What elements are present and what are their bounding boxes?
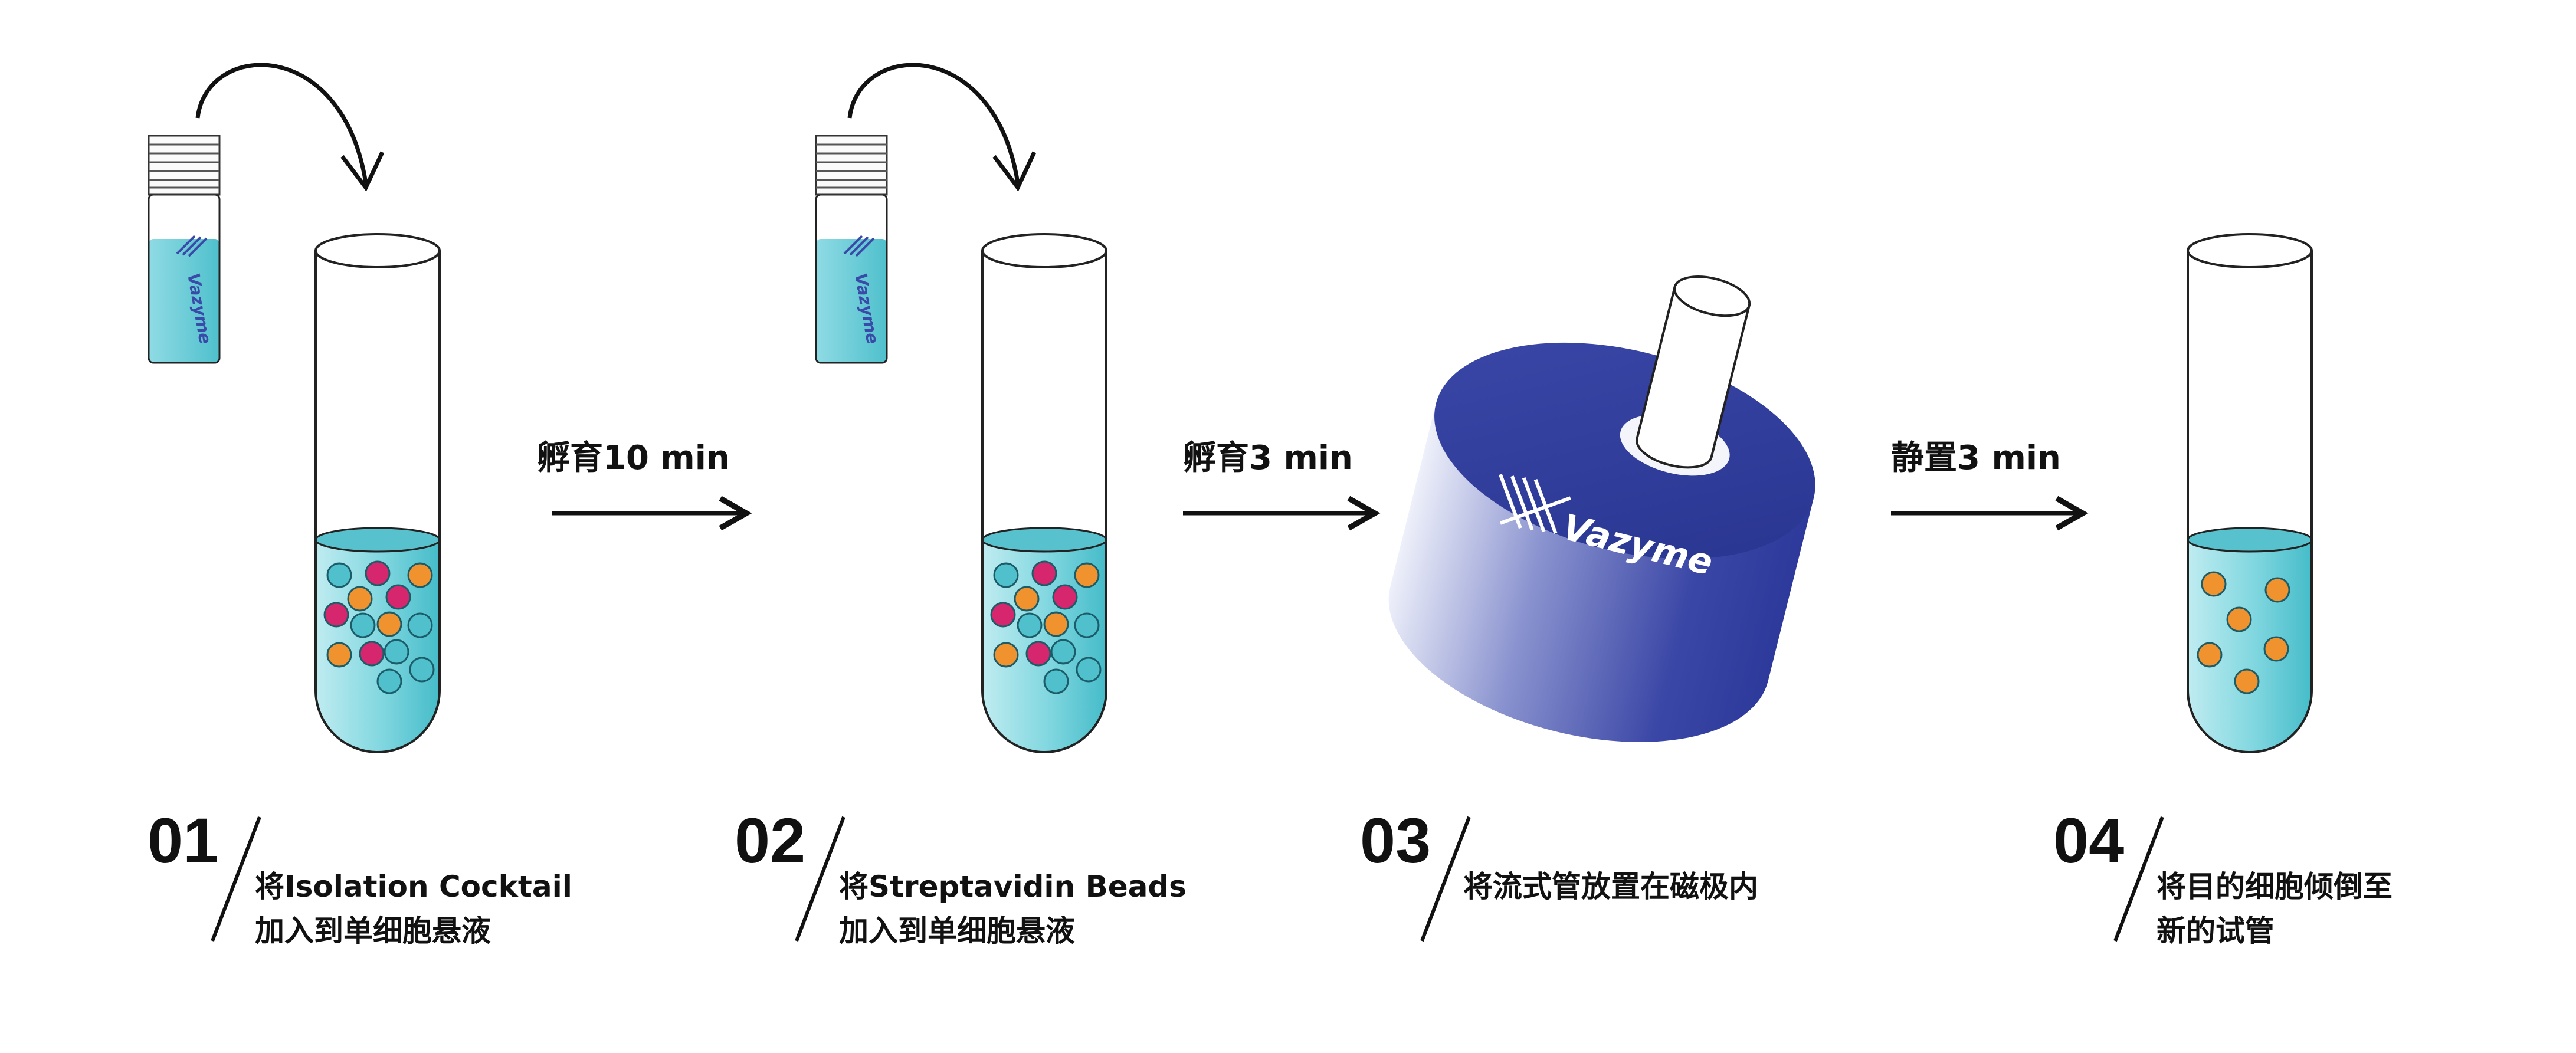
- arrow-label-2: 孵育3 min: [1183, 439, 1353, 477]
- target-cells: [2197, 571, 2290, 694]
- step-caption-2: 02 将Streptavidin Beads 加入到单细胞悬液: [735, 805, 1187, 948]
- step-text-4a: 将目的细胞倾倒至: [2157, 870, 2393, 904]
- step3-illustration: Vazyme: [1388, 275, 1815, 742]
- step-number-4: 04: [2053, 805, 2124, 876]
- step-divider-1: [211, 816, 261, 942]
- step-divider-4: [2113, 816, 2164, 942]
- transfer-arrow-1: [195, 63, 368, 183]
- step-number-2: 02: [735, 805, 805, 876]
- step-caption-4: 04 将目的细胞倾倒至 新的试管: [2053, 805, 2393, 948]
- step-number-3: 03: [1360, 805, 1431, 876]
- step-caption-3: 03 将流式管放置在磁极内: [1360, 805, 1758, 942]
- reagent-vial-2: Vazyme: [815, 135, 888, 364]
- arrow-label-1: 孵育10 min: [537, 439, 730, 477]
- step-text-1a: 将Isolation Cocktail: [255, 870, 572, 904]
- process-arrow-2: 孵育3 min: [1183, 439, 1381, 531]
- step-text-4b: 新的试管: [2157, 914, 2275, 948]
- step-text-2a: 将Streptavidin Beads: [839, 870, 1187, 904]
- process-arrow-3: 静置3 min: [1891, 439, 2089, 531]
- cell-particles-1: [323, 560, 435, 694]
- reagent-vial-1: Vazyme: [148, 135, 221, 364]
- vazyme-logo-icon: [1499, 474, 1571, 534]
- step-divider-2: [795, 816, 845, 942]
- vazyme-logo-icon: [176, 235, 208, 257]
- step4-illustration: [2187, 233, 2313, 753]
- test-tube-2: [981, 233, 1107, 753]
- magnet-stand: Vazyme: [1388, 275, 1815, 742]
- process-arrow-1: 孵育10 min: [537, 439, 752, 531]
- step-text-1b: 加入到单细胞悬液: [255, 914, 491, 948]
- step-caption-1: 01 将Isolation Cocktail 加入到单细胞悬液: [148, 805, 572, 948]
- step-text-3a: 将流式管放置在磁极内: [1463, 870, 1758, 904]
- step-divider-3: [1420, 816, 1471, 942]
- vazyme-logo-icon: [843, 235, 875, 257]
- step2-illustration: Vazyme: [815, 63, 1107, 753]
- step-number-1: 01: [148, 805, 218, 876]
- test-tube-4: [2187, 233, 2313, 753]
- cell-particles-2: [990, 560, 1102, 694]
- transfer-arrow-2: [847, 63, 1020, 183]
- step1-illustration: Vazyme: [148, 63, 441, 753]
- step-text-2b: 加入到单细胞悬液: [839, 914, 1075, 948]
- test-tube-1: [314, 233, 441, 753]
- arrow-label-3: 静置3 min: [1891, 439, 2061, 477]
